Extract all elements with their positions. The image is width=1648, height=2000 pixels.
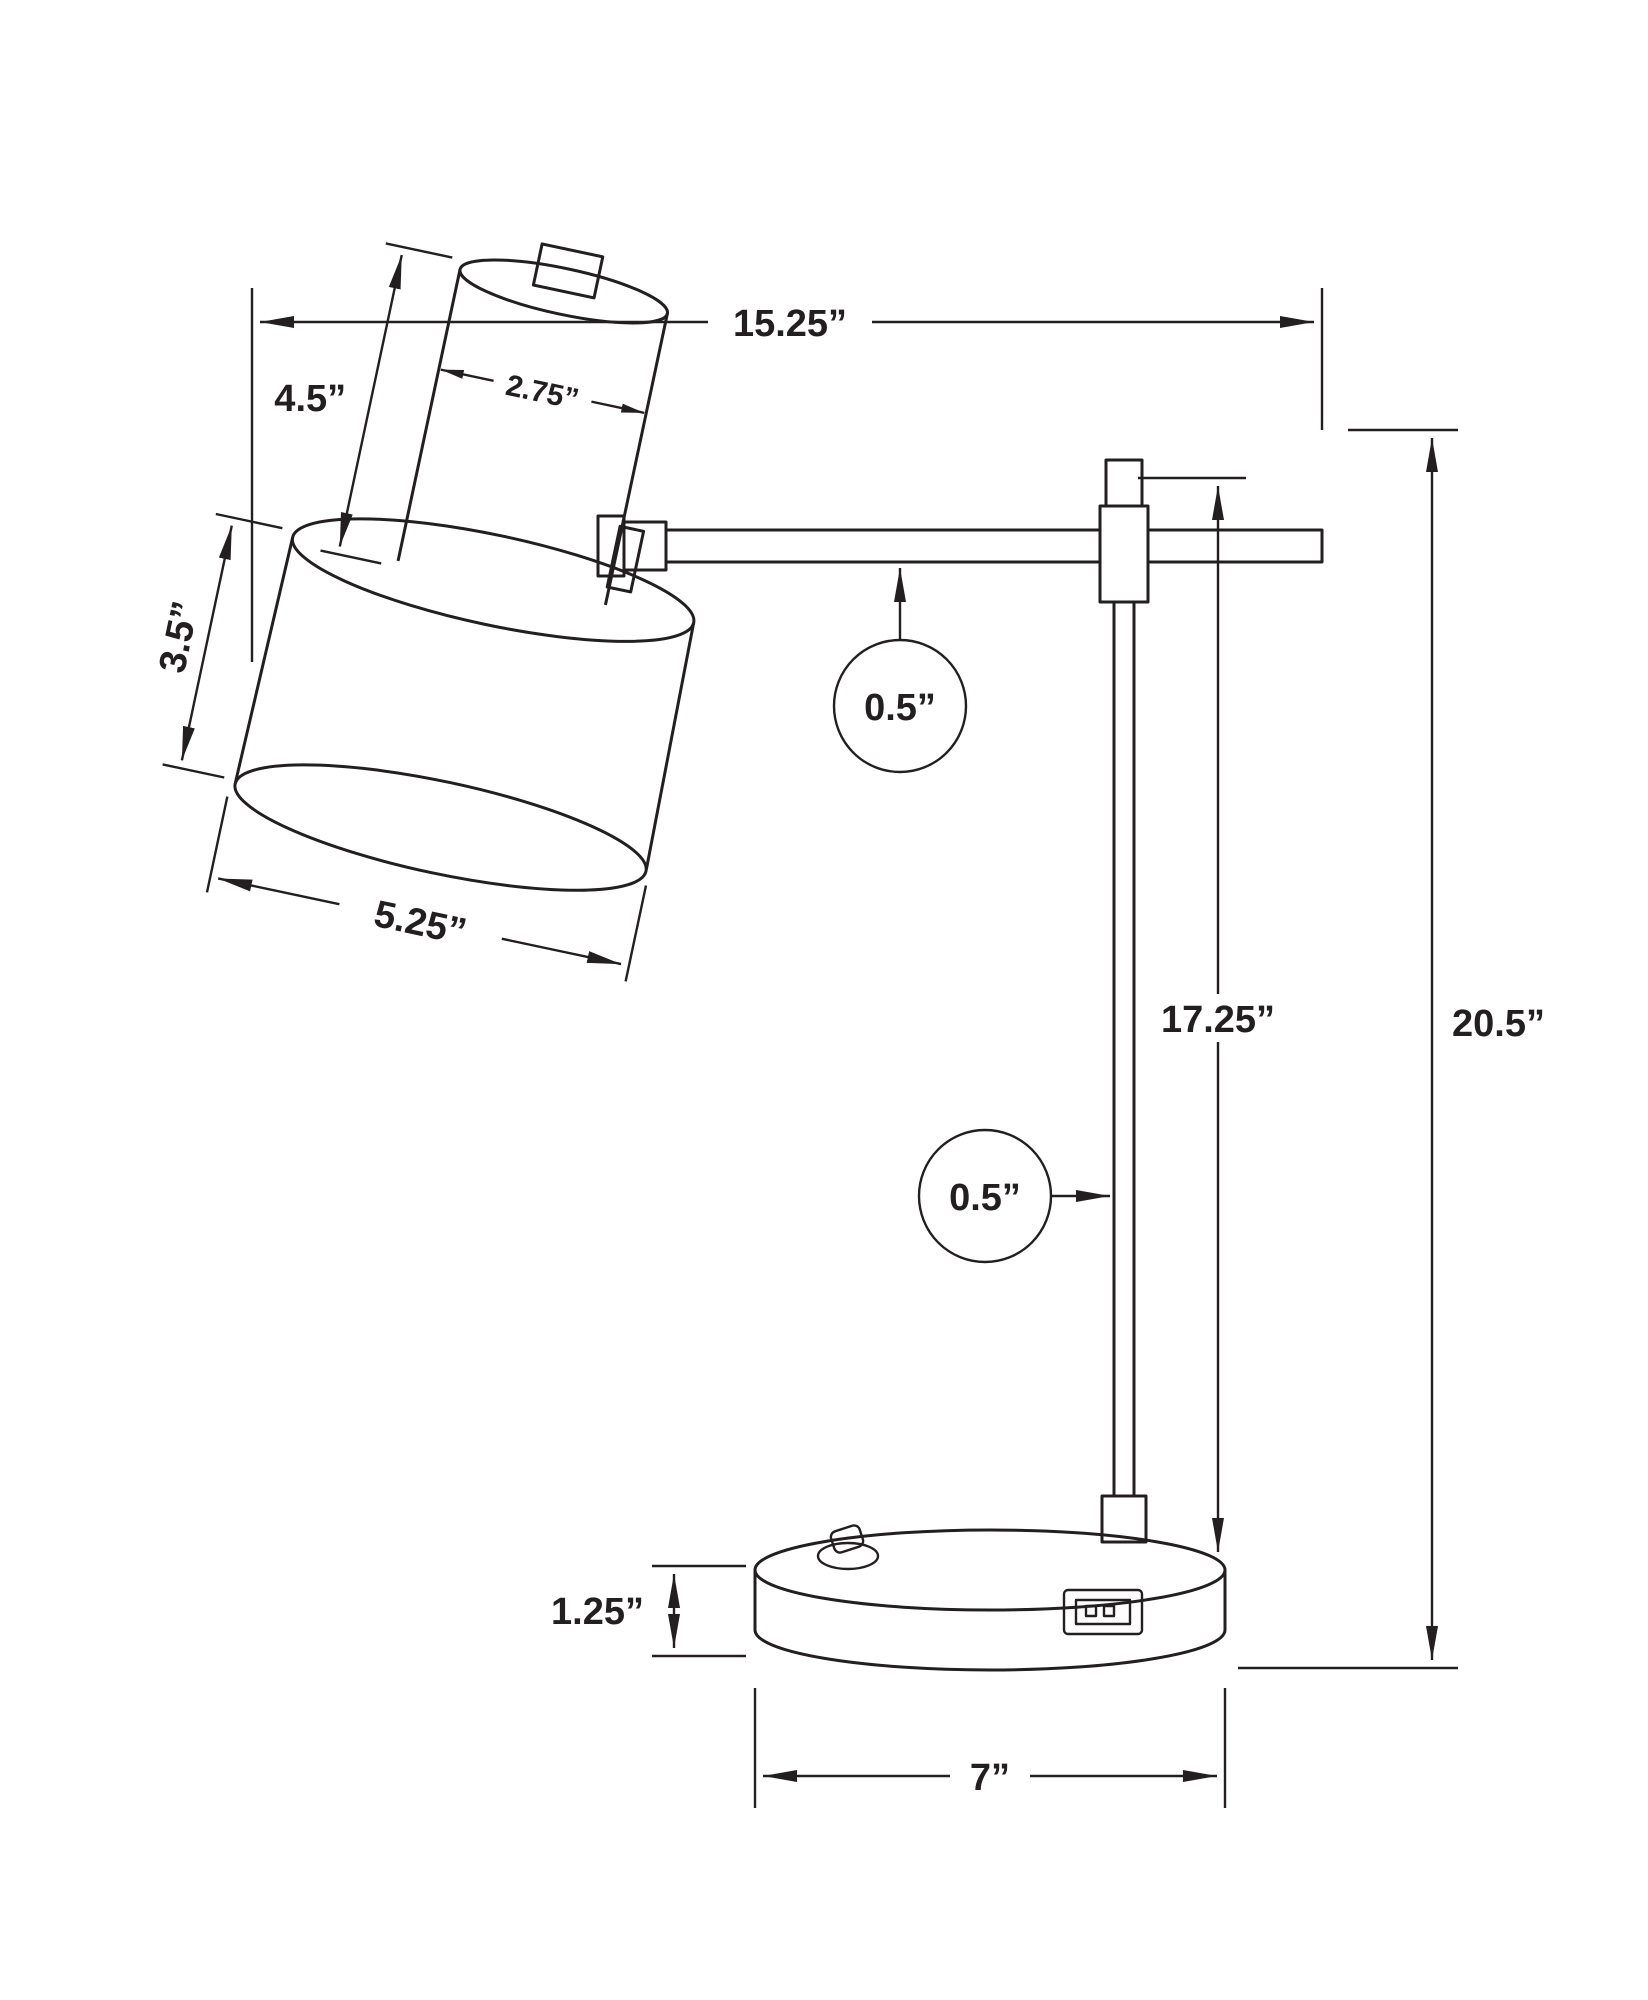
base-top-rim: [753, 1528, 1227, 1612]
pole-thickness-label: 0.5”: [949, 1177, 1021, 1219]
dim-base-thickness: 1.25”: [551, 1564, 746, 1658]
usb-inner: [1074, 1598, 1132, 1626]
lamp-post: [1098, 458, 1150, 1544]
head-top-cap: [531, 242, 605, 300]
base-diameter-label: 7”: [970, 1757, 1010, 1799]
shade-left: [234, 537, 295, 783]
dimension-line: [440, 368, 494, 383]
head-mount-bracket: [605, 524, 646, 594]
overall-width-label: 15.25”: [733, 303, 847, 345]
extension-line: [215, 512, 283, 530]
switch-toggle: [829, 1524, 865, 1554]
head-height-label: 4.5”: [274, 378, 346, 420]
dim-head-diameter: 2.75”: [440, 368, 645, 417]
overall-height-label: 20.5”: [1452, 1003, 1545, 1045]
dim-shade-diameter: 5.25”: [205, 796, 648, 982]
head-diameter-label: 2.75”: [503, 369, 582, 417]
label-mask: [708, 298, 872, 344]
label-mask: [334, 880, 507, 961]
dim-pole-thickness: 0.5”: [917, 1128, 1110, 1264]
arm-thickness-label: 0.5”: [864, 687, 936, 729]
lamp-base: [753, 1524, 1227, 1672]
arm-bar-left: [664, 528, 1102, 564]
label-mask: [950, 1752, 1030, 1798]
shade-right: [644, 622, 696, 870]
dim-arm-thickness: 0.5”: [832, 568, 968, 774]
dim-pole-height: 17.25”: [1138, 476, 1296, 1552]
power-switch-icon: [816, 1524, 880, 1571]
shade-diameter-label: 5.25”: [370, 893, 470, 953]
head-cylinder-right: [603, 313, 669, 606]
usb-outer: [1062, 1588, 1144, 1636]
arm-bar-right: [1146, 528, 1324, 564]
post-top-knob: [1104, 458, 1144, 508]
dim-overall-height: 20.5”: [1238, 428, 1545, 1670]
dim-head-height: 4.5”: [274, 242, 453, 565]
post-rod: [1112, 600, 1136, 1498]
base-thickness-label: 1.25”: [551, 1591, 644, 1633]
dim-overall-width: 15.25”: [250, 288, 1324, 662]
usb-port-icon: [1062, 1588, 1144, 1636]
extension-line: [624, 885, 648, 982]
post-arm-collar: [1098, 504, 1150, 604]
lamp-drawing: 4.5” 2.75” 3.5” 5.25”: [151, 242, 1324, 1672]
dimension-line: [338, 254, 403, 547]
usb-pin: [1102, 1604, 1116, 1618]
pole-height-label: 17.25”: [1161, 999, 1275, 1041]
label-mask: [1140, 994, 1296, 1042]
lamp-head: 4.5” 2.75” 3.5” 5.25”: [151, 242, 696, 982]
shade-height-label: 3.5”: [151, 598, 207, 677]
extension-line: [205, 796, 229, 893]
lamp-arm: [596, 514, 1324, 578]
extension-line: [320, 549, 382, 565]
dim-base-diameter: 7”: [753, 1688, 1227, 1808]
dimension-line: [591, 400, 645, 415]
switch-bezel: [816, 1541, 880, 1571]
dim-shade-height: 3.5”: [151, 512, 283, 779]
post-base-collar: [1100, 1494, 1148, 1544]
extension-line: [162, 763, 225, 779]
extension-line: [385, 242, 453, 259]
base-bottom-edge: [753, 1629, 1227, 1672]
shade-bottom-rim: [233, 763, 648, 892]
dimension-line: [180, 525, 233, 761]
head-cylinder-left: [396, 269, 462, 562]
usb-pin: [1084, 1604, 1098, 1618]
